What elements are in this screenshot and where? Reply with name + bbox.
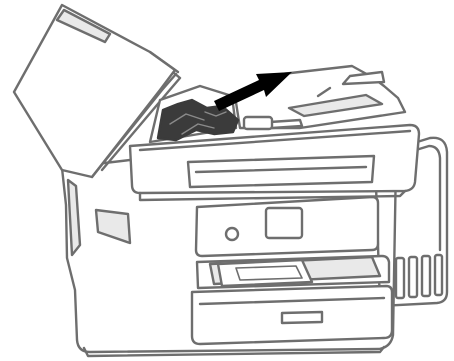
feed-roller: [244, 117, 272, 129]
paper-on-output-tray: [218, 260, 312, 286]
paper-guide: [270, 120, 302, 128]
output-slot: [188, 156, 374, 187]
ink-tank-window: [409, 257, 417, 297]
output-tray: [197, 256, 389, 288]
ink-tank-window: [396, 258, 404, 298]
power-button-icon[interactable]: [226, 228, 238, 240]
lcd-screen-icon: [266, 208, 302, 238]
control-panel: [196, 197, 378, 256]
ink-tank-window: [435, 255, 442, 295]
paper-cassette: [192, 286, 392, 344]
cassette-handle[interactable]: [282, 312, 322, 323]
ink-tank-window: [422, 256, 430, 296]
